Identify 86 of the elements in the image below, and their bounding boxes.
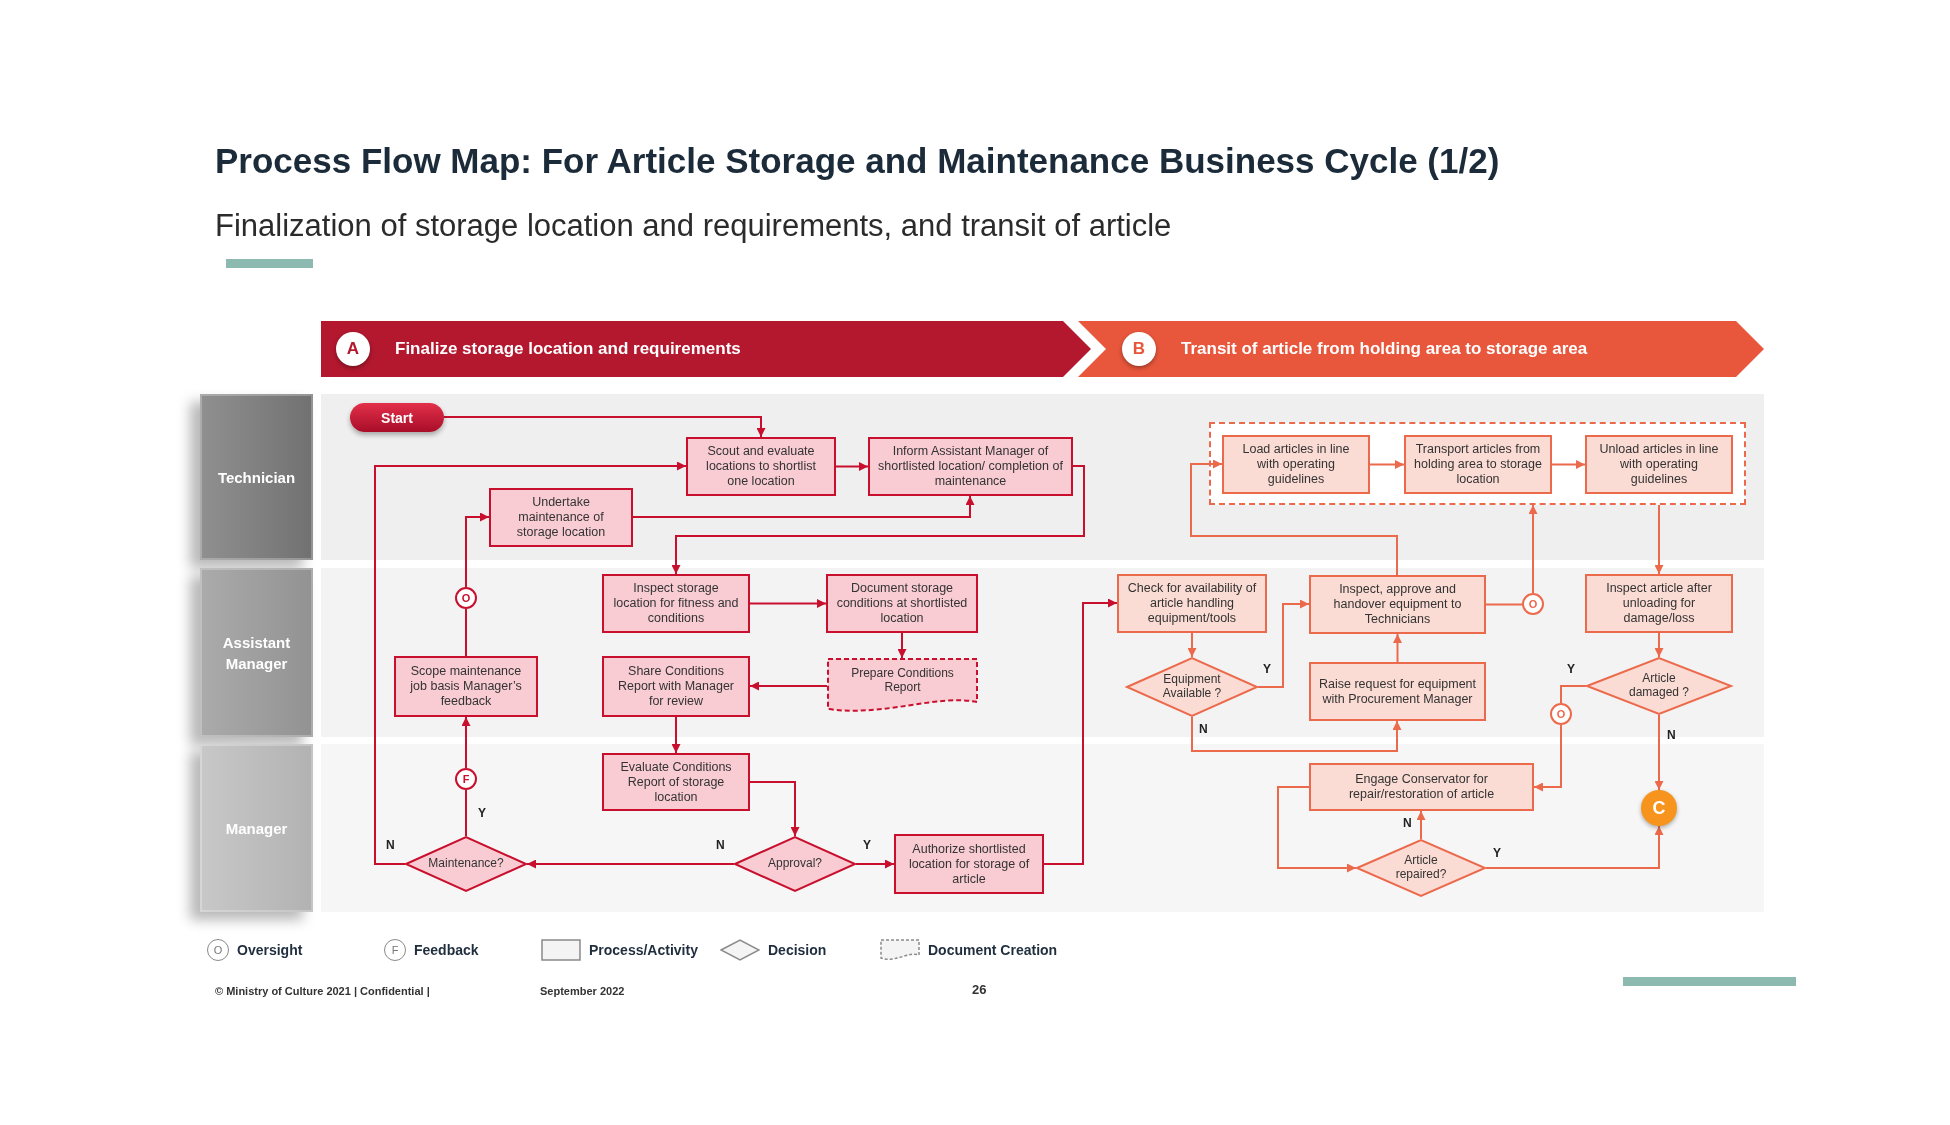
flow-arrow [1551, 460, 1586, 469]
connector-line [465, 789, 467, 837]
process-box: Unload articles in line with operating guidelines [1585, 435, 1733, 494]
process-box: Check for availability of article handling equipment/tools [1117, 574, 1267, 633]
process-box: Load articles in line with operating guidelines [1222, 435, 1370, 494]
legend-label: Decision [768, 942, 827, 958]
flow-arrow [1654, 504, 1664, 575]
process-box: Inform Assistant Manager of shortlisted location/ completion of maintenance [868, 437, 1073, 496]
start-terminal: Start [350, 403, 444, 432]
flow-arrow [749, 599, 827, 608]
edge-label: N [386, 838, 395, 852]
flow-arrow [1528, 504, 1538, 594]
flow-arrow [632, 495, 975, 518]
page-title: Process Flow Map: For Article Storage and Maintenance Business Cycle (1/2) [215, 141, 1500, 181]
flow-arrow [1654, 632, 1664, 658]
flow-arrow [671, 465, 1085, 575]
flow-arrow [1277, 786, 1357, 873]
flow-arrow [1416, 810, 1426, 840]
flow-arrow [671, 716, 681, 754]
flow-arrow [749, 781, 800, 837]
edge-label: Y [1567, 662, 1575, 676]
flow-arrow [1654, 714, 1664, 791]
phase-banner [1078, 321, 1764, 377]
flow-arrow [1191, 716, 1402, 752]
process-box: Inspect storage location for fitness and conditions [602, 574, 750, 633]
phase-banner [321, 321, 1091, 377]
flow-arrow [1190, 459, 1398, 576]
phase-title: Transit of article from holding area to storage area [1181, 339, 1588, 359]
flow-arrow [855, 859, 895, 869]
process-box: Evaluate Conditions Report of storage location [602, 753, 750, 811]
process-box: Share Conditions Report with Manager for review [602, 656, 750, 717]
edge-label: N [1199, 722, 1208, 736]
flow-arrow [1393, 633, 1402, 663]
process-box: Scout and evaluate locations to shortlist one location [686, 437, 836, 496]
flow-arrow [461, 716, 471, 769]
decision-diamond: Maintenance? [405, 836, 527, 892]
dashed-group-frame [1209, 422, 1746, 505]
process-box: Engage Conservator for repair/restoration of article [1309, 763, 1534, 811]
flow-arrow [1485, 825, 1664, 869]
flow-arrow [897, 632, 907, 659]
lane-header: Technician [200, 394, 313, 560]
document-shape: Prepare Conditions Report [827, 658, 978, 714]
process-box: Raise request for equipment with Procurement Manager [1309, 662, 1486, 721]
flow-arrow [1043, 598, 1118, 865]
process-box: Inspect, approve and handover equipment to Technicians [1309, 575, 1486, 634]
decision-diamond: Equipment Available ? [1126, 657, 1258, 717]
process-box: Authorize shortlisted location for storage of article [894, 834, 1044, 894]
flow-arrow [1533, 724, 1562, 792]
lane-header: Manager [200, 744, 313, 912]
process-box: Transport articles from holding area to storage location [1404, 435, 1552, 494]
flow-arrow [1187, 632, 1197, 658]
flow-arrow [526, 859, 735, 869]
flow-arrow [1369, 460, 1405, 469]
flow-arrow [374, 461, 687, 865]
edge-label: Y [863, 838, 871, 852]
decision-diamond: Approval? [734, 836, 856, 892]
flow-arrow [835, 462, 869, 471]
edge-label: Y [1493, 846, 1501, 860]
footer-note: © Ministry of Culture 2021 | Confidential | [215, 985, 430, 997]
phase-title: Finalize storage location and requirements [395, 339, 741, 359]
flow-arrow [749, 681, 828, 691]
page-number: 26 [972, 982, 987, 997]
page-subtitle: Finalization of storage location and requirements, and transit of article [215, 208, 1172, 244]
connector-line [1485, 603, 1523, 606]
edge-label: N [716, 838, 725, 852]
process-box: Undertake maintenance of storage location [489, 488, 633, 547]
legend-label: Oversight [237, 942, 303, 958]
flow-arrow [443, 416, 766, 438]
legend-label: Process/Activity [589, 942, 698, 958]
process-box: Document storage conditions at shortlisted location [826, 574, 978, 633]
date-text: September 2022 [540, 985, 625, 997]
connector-line [1560, 685, 1587, 704]
process-box: Scope maintenance job basis Manager’s feedback [394, 656, 538, 717]
edge-label: N [1403, 816, 1412, 830]
edge-label: Y [1263, 662, 1271, 676]
edge-label: Y [478, 806, 486, 820]
connector-line [465, 608, 467, 657]
legend-label: Feedback [414, 942, 479, 958]
decision-diamond: Article repaired? [1356, 839, 1486, 897]
lane-header: Assistant Manager [200, 568, 313, 737]
edge-label: N [1667, 728, 1676, 742]
legend-label: Document Creation [928, 942, 1058, 958]
process-box: Inspect article after unloading for damage/loss [1585, 574, 1733, 633]
flow-arrow [465, 512, 490, 588]
flow-arrow [1257, 599, 1310, 688]
decision-diamond: Article damaged ? [1586, 657, 1732, 715]
